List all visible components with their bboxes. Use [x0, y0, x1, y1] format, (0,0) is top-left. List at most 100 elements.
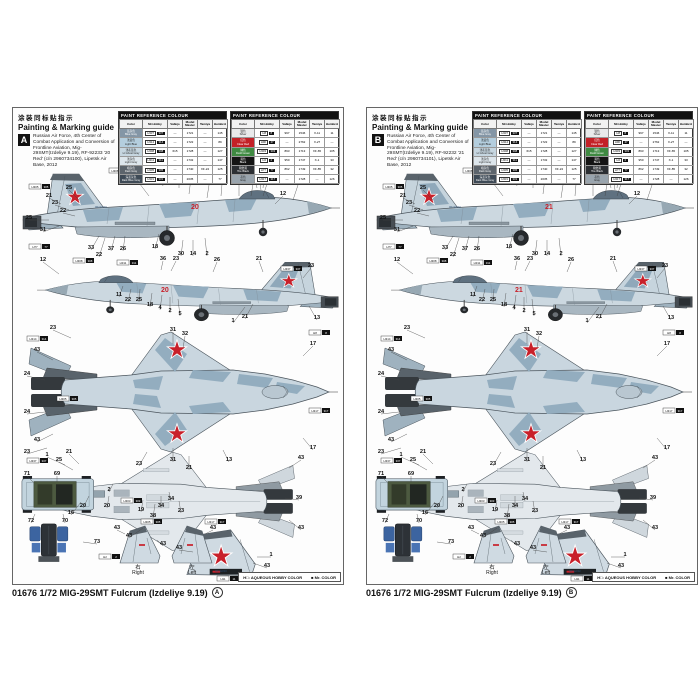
paint-code-cell: XF-85: [663, 165, 679, 176]
svg-text:305: 305: [398, 185, 403, 189]
paint-code-cell: 615: [167, 146, 183, 157]
callout-number: 25: [26, 215, 32, 221]
panel-footer: 01676 1/72 MIG-29SMT Fulcrum (Izdeliye 9…: [12, 587, 223, 598]
callout-number: 14: [544, 251, 551, 257]
paint-code-cell: —: [551, 128, 567, 139]
callout-number: 1: [269, 552, 272, 558]
callout-number: 73: [448, 539, 454, 545]
svg-text:2: 2: [115, 555, 117, 559]
callout-leader-line: [522, 491, 526, 502]
paint-code-cell: 125: [566, 165, 582, 176]
callout-number: 23: [178, 508, 184, 514]
callout-leader-line: [30, 513, 36, 524]
callout-leader-line: [258, 260, 264, 273]
paint-table-header: Model Master: [182, 118, 198, 130]
paint-code-cell: 893: [279, 146, 295, 157]
callout-leader-line: [534, 239, 538, 257]
paint-table-header: Color: [231, 118, 255, 130]
paint-code-cell: —: [197, 155, 213, 167]
callout-leader-line: [586, 306, 600, 324]
paint-code-cell: XF-85: [309, 165, 325, 176]
callout-leader-line: [26, 447, 48, 455]
callout-leader-line: [170, 260, 177, 272]
callout-number: 30: [178, 251, 184, 257]
callout-leader-line: [508, 233, 514, 250]
callout-leader-line: [470, 529, 480, 535]
callout-leader-line: [182, 335, 186, 349]
callout-number: 23: [527, 256, 533, 262]
callout-number: 2: [205, 251, 208, 257]
svg-text:H317: H317: [208, 520, 215, 524]
svg-text:317: 317: [324, 409, 329, 413]
paint-code-cell: 893: [633, 146, 649, 157]
fin-left-cn: 左: [189, 565, 195, 571]
callout-number: 32: [536, 331, 542, 337]
callout-leader-line: [492, 451, 502, 467]
callout-leader-line: [444, 235, 454, 251]
callout-leader-line: [82, 495, 90, 509]
callout-leader-line: [302, 345, 314, 357]
callout-number: 24: [378, 371, 385, 377]
paint-code-cell: 11: [324, 128, 340, 139]
callout-number: 16: [422, 510, 428, 516]
svg-text:77: 77: [398, 245, 402, 249]
callout-number: 17: [664, 445, 670, 451]
callout-leader-line: [82, 541, 98, 545]
callout-leader-line: [424, 501, 436, 516]
callout-leader-line: [436, 495, 444, 509]
callout-number: 33: [88, 245, 94, 251]
callout-leader-line: [380, 411, 400, 415]
callout-leader-line: [68, 453, 80, 465]
footer-variant-letter: A: [211, 587, 223, 598]
paint-code-cell: 11: [678, 128, 694, 139]
svg-text:305: 305: [156, 520, 161, 524]
fin-left-en: Left: [187, 570, 197, 577]
scheme-description: Russian Air Force, 4th Center of Combat …: [387, 134, 469, 168]
callout-leader-line: [152, 503, 156, 519]
callout-number: 34: [522, 496, 529, 502]
callout-number: 20: [80, 503, 86, 509]
callout-leader-line: [612, 260, 618, 273]
paint-code-cell: —: [279, 174, 295, 185]
callout-number: 43: [388, 347, 394, 353]
callout-leader-line: [244, 303, 254, 320]
paint-code-cell: —: [678, 137, 694, 148]
paint-table-header: Color: [119, 118, 143, 130]
svg-text:H2: H2: [457, 555, 461, 559]
callout-number: 71: [378, 471, 384, 477]
legend-mr-color: ■ Mr. COLOR: [311, 574, 336, 580]
paint-table-header: Color: [473, 118, 497, 130]
callout-leader-line: [288, 519, 302, 531]
paint-table-header: Model Master: [294, 118, 310, 130]
paint-code-cell: 1732: [182, 155, 198, 167]
callout-number: 1: [45, 452, 48, 458]
callout-leader-line: [506, 503, 510, 519]
callout-number: 37: [462, 246, 468, 252]
svg-text:H77: H77: [32, 245, 38, 249]
callout-leader-line: [108, 483, 114, 493]
paint-code-cell: —: [197, 137, 213, 148]
paint-code-cell: —: [167, 174, 183, 185]
callout-number: 20: [104, 503, 110, 509]
